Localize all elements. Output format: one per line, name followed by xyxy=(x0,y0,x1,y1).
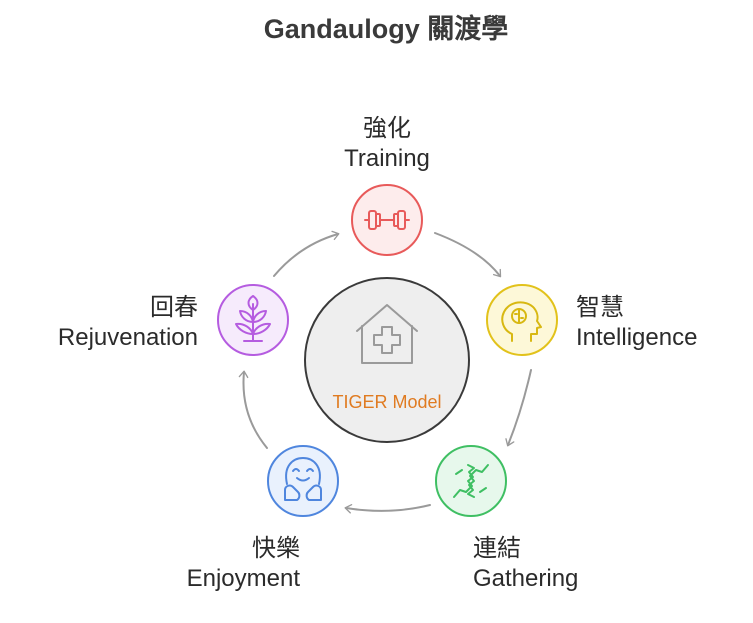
node-gathering[interactable]: 連結 Gathering xyxy=(435,445,578,592)
happy-face-icon xyxy=(284,457,322,501)
arrow-training-to-intelligence xyxy=(434,232,502,278)
house-medical-icon xyxy=(356,304,418,364)
arrow-rejuvenation-to-training xyxy=(273,230,340,277)
sprout-icon xyxy=(235,295,271,342)
node-enjoyment[interactable]: 快樂 Enjoyment xyxy=(187,445,339,592)
arrow-gathering-to-enjoyment xyxy=(344,504,431,514)
handshake-icon xyxy=(453,464,489,498)
arrow-enjoyment-to-rejuvenation xyxy=(238,370,268,449)
gathering-label-en: Gathering xyxy=(473,565,578,592)
enjoyment-label-en: Enjoyment xyxy=(187,565,301,592)
gathering-circle xyxy=(435,445,507,517)
node-rejuvenation[interactable]: 回春 Rejuvenation xyxy=(58,284,289,356)
enjoyment-label-zh: 快樂 xyxy=(252,535,300,562)
head-brain-icon xyxy=(501,301,542,342)
intelligence-label-zh: 智慧 xyxy=(576,294,624,321)
dumbbell-icon xyxy=(364,210,410,230)
training-label-zh: 強化 xyxy=(363,115,411,142)
intelligence-circle xyxy=(486,284,558,356)
cycle-arrows xyxy=(238,230,532,514)
intelligence-label-en: Intelligence xyxy=(576,324,697,351)
center-label: TIGER Model xyxy=(332,392,441,412)
node-training[interactable]: 強化 Training xyxy=(344,115,430,256)
arrow-intelligence-to-gathering xyxy=(505,369,532,447)
center-node[interactable]: TIGER Model xyxy=(304,277,470,443)
gathering-label-zh: 連結 xyxy=(473,535,521,562)
rejuvenation-label-zh: 回春 xyxy=(150,294,198,321)
node-intelligence[interactable]: 智慧 Intelligence xyxy=(486,284,697,356)
diagram-title: Gandaulogy 關渡學 xyxy=(264,13,509,44)
center-circle xyxy=(304,277,470,443)
training-label-en: Training xyxy=(344,145,430,172)
rejuvenation-label-en: Rejuvenation xyxy=(58,324,198,351)
